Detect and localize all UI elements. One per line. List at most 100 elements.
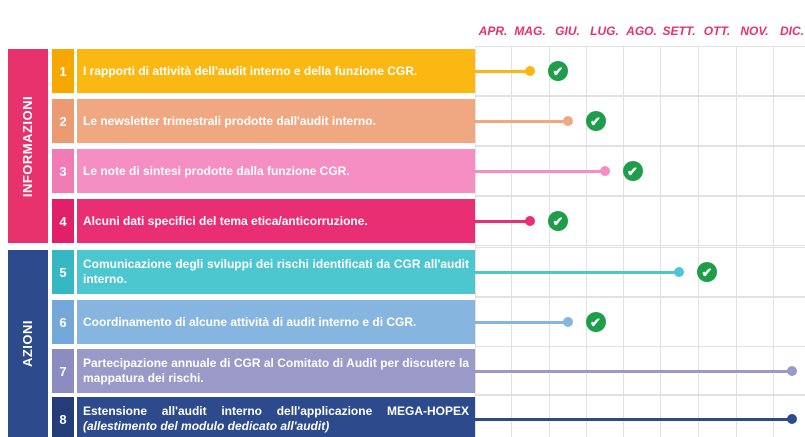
group-band-azioni: AZIONI xyxy=(8,250,48,437)
grid-column-line xyxy=(586,46,587,437)
group-band-informazioni: INFORMAZIONI xyxy=(8,49,48,243)
row-number: 1 xyxy=(52,49,74,93)
grid-column-line xyxy=(549,46,550,437)
timeline-end-dot xyxy=(674,267,684,277)
grid-row-line xyxy=(475,95,805,96)
check-icon: ✔ xyxy=(622,161,643,181)
timeline-end-dot xyxy=(787,366,797,376)
month-header: APR. MAG. GIU. LUG. AGO. SETT. OTT. NOV. DIC. xyxy=(475,16,805,46)
grid-row-line xyxy=(475,297,805,298)
timeline-bar xyxy=(475,270,679,274)
row-description-text: Estensione all'audit interno dell'applic… xyxy=(83,404,469,434)
month-label: APR. xyxy=(478,24,508,38)
check-icon: ✔ xyxy=(585,312,606,332)
activity-row: 1 I rapporti di attività dell'audit inter… xyxy=(52,49,475,93)
activity-row: 6 Coordinamento di alcune attività di aud… xyxy=(52,300,475,344)
grid-row-line xyxy=(475,394,805,395)
month-label: NOV. xyxy=(740,24,769,38)
activity-row: 4 Alcuni dati specifici del tema etica/an… xyxy=(52,199,475,243)
timeline-end-dot xyxy=(525,66,535,76)
row-number: 8 xyxy=(52,397,74,437)
group-label: INFORMAZIONI xyxy=(20,95,36,197)
check-icon: ✔ xyxy=(548,211,568,231)
grid-row-line xyxy=(475,247,805,248)
grid-column-line xyxy=(475,46,476,437)
activity-row: 2 Le newsletter trimestrali prodotte dall… xyxy=(52,99,475,143)
row-description: Le note di sintesi prodotte dalla funzio… xyxy=(77,149,475,193)
row-description: Alcuni dati specifici del tema etica/ant… xyxy=(77,199,475,243)
row-number: 5 xyxy=(52,250,74,294)
row-text: Coordinamento di alcune attività di audi… xyxy=(83,314,417,329)
month-label: SETT. xyxy=(662,24,696,38)
grid-row-line xyxy=(475,145,805,146)
grid-column-line xyxy=(623,46,624,437)
group-label: AZIONI xyxy=(20,319,36,368)
row-text: Comunicazione degli sviluppi dei rischi … xyxy=(83,257,469,286)
check-icon: ✔ xyxy=(697,262,717,282)
grid-row-line xyxy=(475,346,805,347)
grid-column-line xyxy=(698,46,699,437)
grid-row-line xyxy=(475,96,805,97)
row-description: Le newsletter trimestrali prodotte dall'… xyxy=(77,99,475,143)
grid-column-line xyxy=(511,46,512,437)
month-label: GIU. xyxy=(555,24,580,38)
row-note: (allestimento del modulo dedicato all'au… xyxy=(83,419,330,433)
row-text: Le newsletter trimestrali prodotte dall'… xyxy=(83,113,376,128)
timeline-end-dot xyxy=(525,216,535,226)
row-description: Estensione all'audit interno dell'applic… xyxy=(77,397,475,437)
grid-row-line xyxy=(475,245,805,246)
activity-row: 8 Estensione all'audit interno dell'appli… xyxy=(52,397,475,437)
month-label: DIC. xyxy=(780,24,804,38)
row-description-text: I rapporti di attività dell'audit intern… xyxy=(83,64,469,79)
timeline-bar xyxy=(475,169,605,173)
row-description-text: Coordinamento di alcune attività di audi… xyxy=(83,315,469,330)
check-icon: ✔ xyxy=(548,61,568,81)
timeline-bar xyxy=(475,119,568,123)
timeline-bar xyxy=(475,69,530,73)
row-number: 7 xyxy=(52,349,74,393)
grid-row-line xyxy=(475,395,805,396)
grid-row-line xyxy=(475,46,805,47)
row-description-text: Le note di sintesi prodotte dalla funzio… xyxy=(83,164,469,179)
activity-row: 5 Comunicazione degli sviluppi dei rischi… xyxy=(52,250,475,294)
grid-row-line xyxy=(475,146,805,147)
row-number: 6 xyxy=(52,300,74,344)
check-icon: ✔ xyxy=(585,111,606,131)
grid-row-line xyxy=(475,296,805,297)
row-description: Comunicazione degli sviluppi dei rischi … xyxy=(77,250,475,294)
row-description: Coordinamento di alcune attività di audi… xyxy=(77,300,475,344)
row-number: 2 xyxy=(52,99,74,143)
row-description-text: Alcuni dati specifici del tema etica/ant… xyxy=(83,214,469,229)
grid-row-line xyxy=(475,195,805,196)
grid-column-line xyxy=(773,46,774,437)
month-label: OTT. xyxy=(703,24,731,38)
timeline-bar xyxy=(475,369,792,373)
row-description-text: Comunicazione degli sviluppi dei rischi … xyxy=(83,257,469,287)
row-description-text: Partecipazione annuale di CGR al Comitat… xyxy=(83,356,469,386)
row-number: 4 xyxy=(52,199,74,243)
row-description: Partecipazione annuale di CGR al Comitat… xyxy=(77,349,475,393)
timeline-end-dot xyxy=(787,414,797,424)
row-text: Partecipazione annuale di CGR al Comitat… xyxy=(83,356,469,385)
row-text: I rapporti di attività dell'audit intern… xyxy=(83,63,418,78)
timeline-bar xyxy=(475,417,792,421)
row-description: I rapporti di attività dell'audit intern… xyxy=(77,49,475,93)
row-text: Alcuni dati specifici del tema etica/ant… xyxy=(83,213,368,228)
activity-row: 7 Partecipazione annuale di CGR al Comita… xyxy=(52,349,475,393)
timeline-bar xyxy=(475,320,568,324)
grid-column-line xyxy=(736,46,737,437)
timeline-end-dot xyxy=(562,317,573,327)
row-text: Le note di sintesi prodotte dalla funzio… xyxy=(83,163,350,178)
timeline-bar xyxy=(475,219,530,223)
row-description-text: Le newsletter trimestrali prodotte dall'… xyxy=(83,114,469,129)
timeline-end-dot xyxy=(562,116,573,126)
grid-row-line xyxy=(475,196,805,197)
month-label: LUG. xyxy=(590,24,619,38)
timeline-grid xyxy=(475,46,805,437)
month-label: AGO. xyxy=(626,24,657,38)
timeline-end-dot xyxy=(599,166,610,176)
grid-column-line xyxy=(660,46,661,437)
month-label: MAG. xyxy=(514,24,546,38)
row-text: Estensione all'audit interno dell'applic… xyxy=(83,404,469,418)
